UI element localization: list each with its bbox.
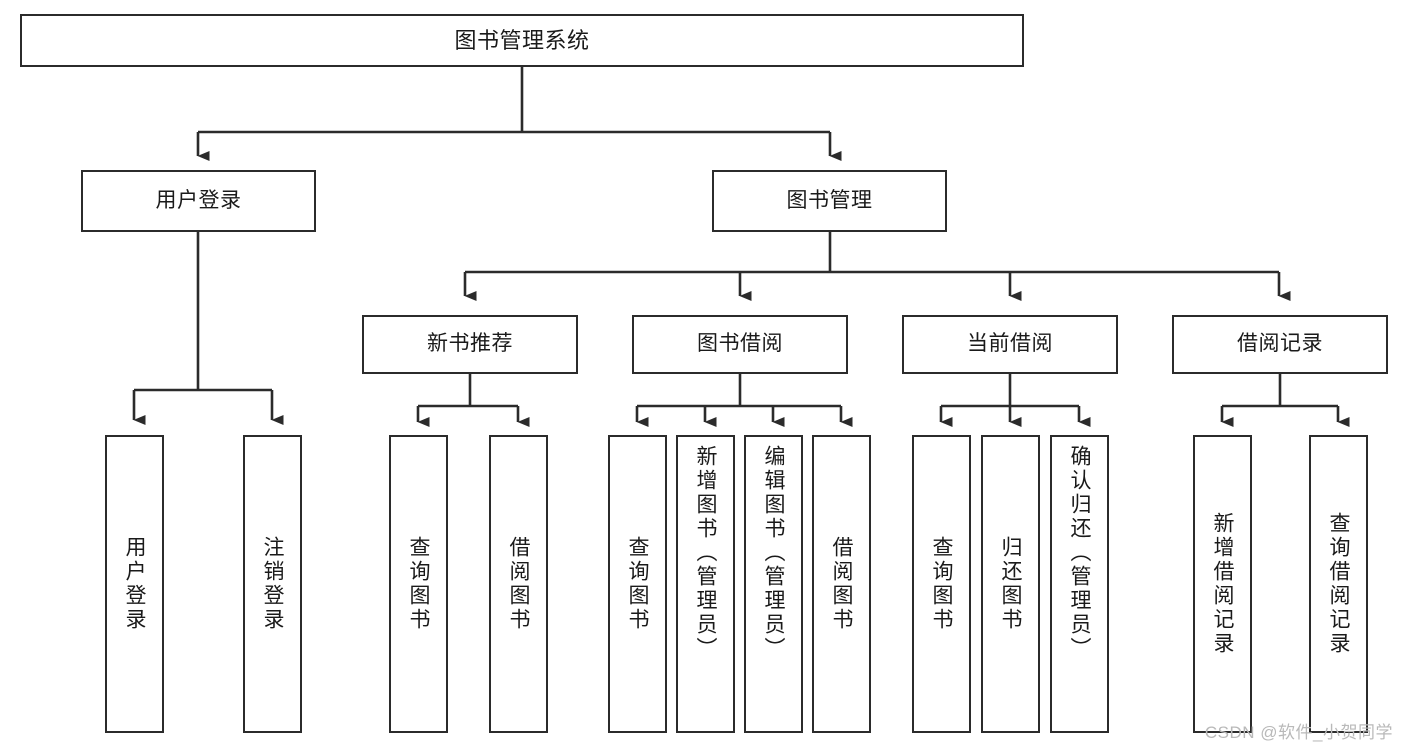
node-user-login[interactable]: 用户登录	[81, 170, 316, 232]
node-leaf-edit-book[interactable]: 编辑图书（管理员）	[744, 435, 803, 733]
node-user-login-label: 用户登录	[155, 188, 242, 212]
node-leaf-add-book[interactable]: 新增图书（管理员）	[676, 435, 735, 733]
node-leaf-return-book-label: 归还图书	[999, 536, 1022, 632]
node-current-borrow[interactable]: 当前借阅	[902, 315, 1118, 374]
node-leaf-add-book-label: 新增图书（管理员）	[694, 445, 717, 661]
node-book-management-label: 图书管理	[786, 188, 873, 212]
node-leaf-confirm-return[interactable]: 确认归还（管理员）	[1050, 435, 1109, 733]
node-book-borrow-label: 图书借阅	[697, 332, 783, 356]
node-leaf-query-book-2-label: 查询图书	[626, 536, 649, 632]
node-root[interactable]: 图书管理系统	[20, 14, 1024, 67]
node-new-book-recommend-label: 新书推荐	[427, 332, 513, 356]
node-borrow-record-label: 借阅记录	[1237, 332, 1323, 356]
node-leaf-query-book-1[interactable]: 查询图书	[389, 435, 448, 733]
node-leaf-query-book-2[interactable]: 查询图书	[608, 435, 667, 733]
node-leaf-query-book-3[interactable]: 查询图书	[912, 435, 971, 733]
node-leaf-logout-label: 注销登录	[261, 536, 284, 632]
watermark: CSDN @软件_小贺同学	[1204, 723, 1393, 742]
node-new-book-recommend[interactable]: 新书推荐	[362, 315, 578, 374]
node-borrow-record[interactable]: 借阅记录	[1172, 315, 1388, 374]
node-leaf-borrow-book-2[interactable]: 借阅图书	[812, 435, 871, 733]
node-leaf-confirm-return-label: 确认归还（管理员）	[1068, 445, 1091, 661]
node-leaf-borrow-book-2-label: 借阅图书	[830, 536, 853, 632]
node-leaf-query-record-label: 查询借阅记录	[1327, 512, 1350, 656]
node-leaf-borrow-book-1-label: 借阅图书	[507, 536, 530, 632]
node-leaf-user-login[interactable]: 用户登录	[105, 435, 164, 733]
node-book-borrow[interactable]: 图书借阅	[632, 315, 848, 374]
node-leaf-add-record[interactable]: 新增借阅记录	[1193, 435, 1252, 733]
node-leaf-query-book-3-label: 查询图书	[930, 536, 953, 632]
node-book-management[interactable]: 图书管理	[712, 170, 947, 232]
node-leaf-edit-book-label: 编辑图书（管理员）	[762, 445, 785, 661]
node-leaf-return-book[interactable]: 归还图书	[981, 435, 1040, 733]
node-leaf-query-book-1-label: 查询图书	[407, 536, 430, 632]
node-leaf-borrow-book-1[interactable]: 借阅图书	[489, 435, 548, 733]
node-current-borrow-label: 当前借阅	[967, 332, 1053, 356]
node-leaf-add-record-label: 新增借阅记录	[1211, 512, 1234, 656]
node-leaf-logout[interactable]: 注销登录	[243, 435, 302, 733]
node-root-label: 图书管理系统	[454, 27, 590, 53]
node-leaf-query-record[interactable]: 查询借阅记录	[1309, 435, 1368, 733]
node-leaf-user-login-label: 用户登录	[123, 536, 146, 632]
